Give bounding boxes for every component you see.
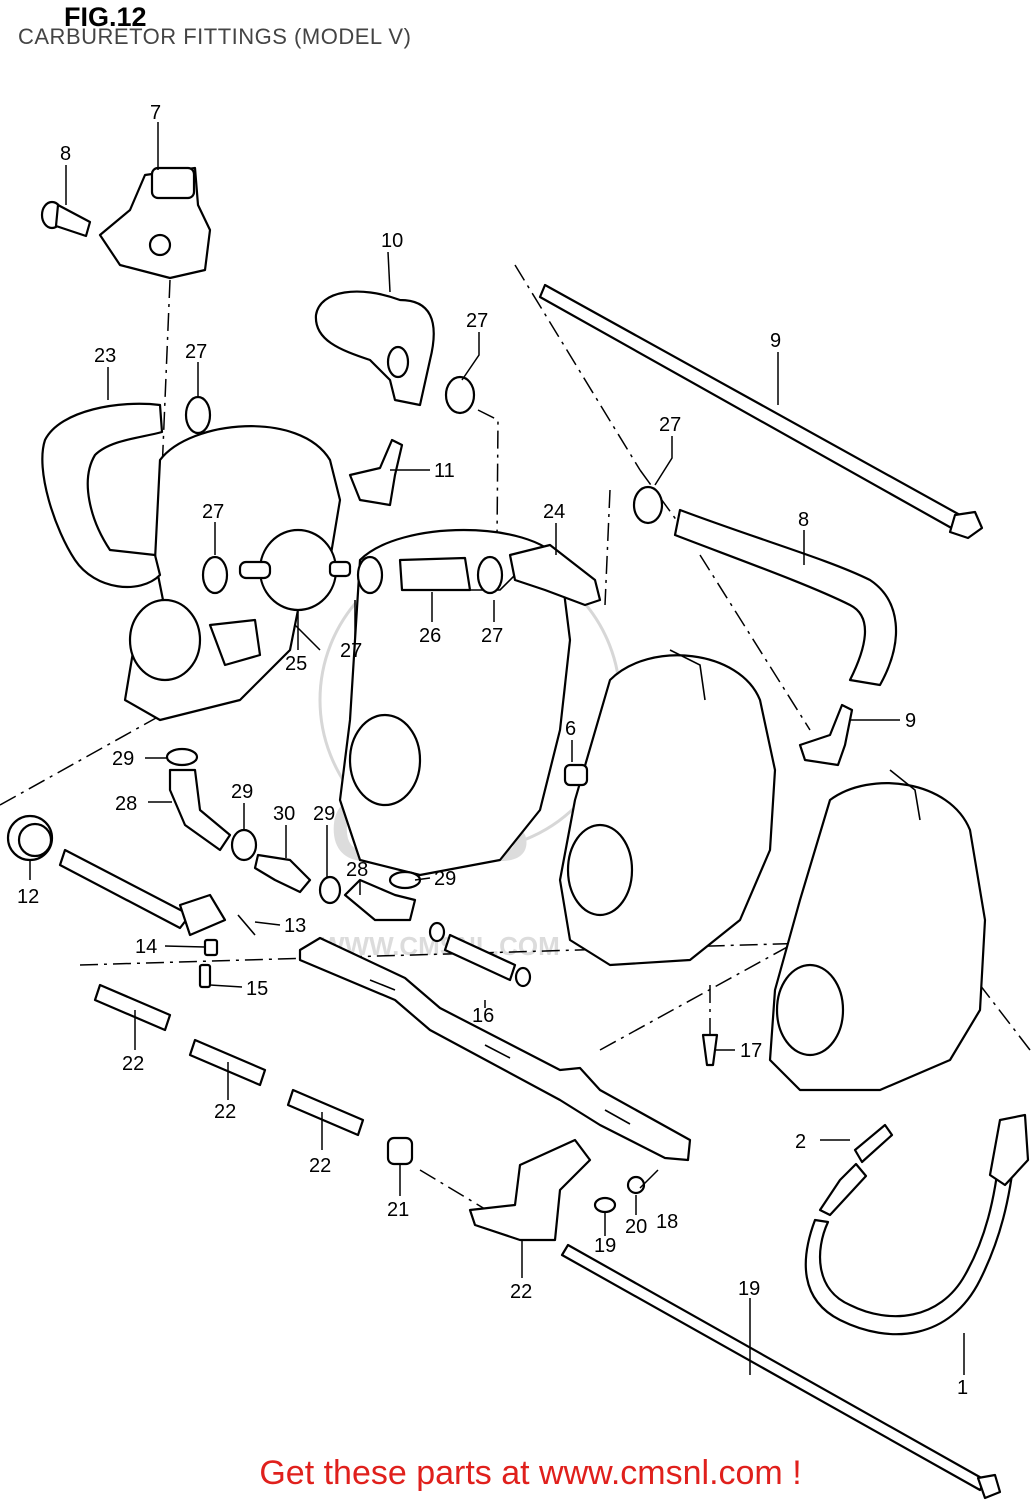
callout-14: 16 <box>472 1005 494 1027</box>
part-20-bracket <box>468 1138 592 1242</box>
callout-27: 27 <box>340 640 362 662</box>
callout-18: 20 <box>625 1216 647 1238</box>
callout-29: 29 <box>231 781 253 803</box>
callout-10: 12 <box>17 886 39 908</box>
callout-24: 24 <box>543 501 565 523</box>
callout-16: 18 <box>656 1211 678 1233</box>
callout-2: 2 <box>795 1131 806 1153</box>
part-27-clips <box>184 375 664 595</box>
callout-26: 26 <box>419 625 441 647</box>
figure-number: FIG.12 <box>64 2 147 32</box>
callout-28: 28 <box>346 859 368 881</box>
part-15-screw <box>701 1033 719 1067</box>
part-19-rod <box>560 1243 1002 1500</box>
callout-27: 27 <box>202 501 224 523</box>
part-14-tube <box>428 921 532 988</box>
callout-27: 27 <box>466 310 488 332</box>
part-6-rod <box>538 283 984 540</box>
callout-13: 15 <box>246 978 268 1000</box>
callout-23: 23 <box>94 345 116 367</box>
callout-15: 17 <box>740 1040 762 1062</box>
callout-4: 8 <box>60 143 71 165</box>
part-24-fitting <box>508 543 602 607</box>
part-9-fittings <box>348 438 854 767</box>
callout-29: 29 <box>434 868 456 890</box>
part-21-collar <box>386 1136 414 1166</box>
callout-labels: 7 8 10 27 9 23 27 11 27 24 8 27 25 26 27… <box>17 102 968 1399</box>
callout-12: 14 <box>135 936 157 958</box>
callout-9b: 9 <box>905 710 916 732</box>
callout-21: 21 <box>387 1199 409 1221</box>
callout-19: 19 <box>738 1278 760 1300</box>
leader-lines <box>29 122 965 1375</box>
callout-27: 27 <box>481 625 503 647</box>
callout-25: 25 <box>285 653 307 675</box>
part-23-hose <box>41 402 164 589</box>
footer-link[interactable]: Get these parts at www.cmsnl.com ! <box>259 1454 802 1492</box>
callout-27: 27 <box>659 414 681 436</box>
callout-17: 19 <box>594 1235 616 1257</box>
callout-3: 7 <box>150 102 161 124</box>
callout-6: 9 <box>770 330 781 352</box>
part-11-13-small <box>198 914 256 989</box>
part-29-30-fittings <box>165 747 422 905</box>
callout-27: 27 <box>185 341 207 363</box>
carburetor-bank <box>123 425 987 1092</box>
callout-30: 30 <box>273 803 295 825</box>
part-4-bolt <box>40 200 92 238</box>
callout-1: 1 <box>957 1377 968 1399</box>
callout-22: 22 <box>214 1101 236 1123</box>
callout-29: 29 <box>112 748 134 770</box>
callout-8: 8 <box>798 509 809 531</box>
callout-22: 22 <box>309 1155 331 1177</box>
callout-28: 28 <box>115 793 137 815</box>
figure-title: CARBURETOR FITTINGS (MODEL V) <box>18 24 412 49</box>
part-7-hose <box>314 290 435 407</box>
callout-29: 29 <box>313 803 335 825</box>
callout-5: 6 <box>565 718 576 740</box>
part-5-collar <box>563 763 589 787</box>
callout-22: 22 <box>122 1053 144 1075</box>
callout-7: 10 <box>381 230 403 252</box>
part-10-boot <box>6 814 227 937</box>
part-25-valve <box>238 528 352 612</box>
part-8-hose <box>673 508 898 687</box>
part-26-tube <box>398 556 472 592</box>
part-16-plate <box>298 936 692 1162</box>
callout-11: 13 <box>284 915 306 937</box>
part-1-2-cable <box>804 1113 1030 1336</box>
part-28-hoses <box>168 768 417 922</box>
callout-20: 22 <box>510 1281 532 1303</box>
callout-9: 11 <box>434 460 455 482</box>
part-3-sensor <box>98 166 212 280</box>
